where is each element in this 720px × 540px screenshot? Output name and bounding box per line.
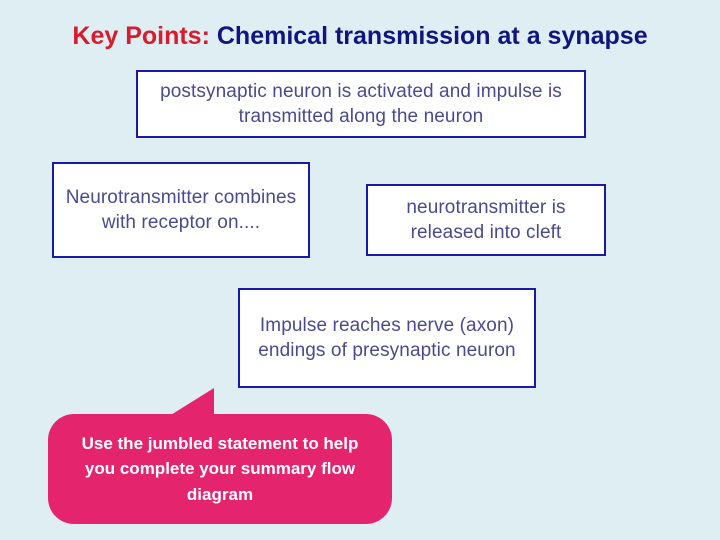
flow-box-postsynaptic: postsynaptic neuron is activated and imp… (136, 70, 586, 138)
flow-box-released-cleft: neurotransmitter is released into cleft (366, 184, 606, 256)
flow-box-released-cleft-label: neurotransmitter is released into cleft (406, 196, 566, 243)
flow-box-impulse-reaches-label: Impulse reaches nerve (axon) endings of … (258, 314, 516, 361)
page-title: Key Points: Chemical transmission at a s… (0, 22, 720, 51)
page-title-rest: Chemical transmission at a synapse (209, 22, 648, 50)
flow-box-neurotransmitter-combines: Neurotransmitter combines with receptor … (52, 162, 310, 258)
callout-tail-icon (134, 388, 214, 418)
flow-box-neurotransmitter-combines-label: Neurotransmitter combines with receptor … (65, 186, 297, 233)
flow-box-postsynaptic-label: postsynaptic neuron is activated and imp… (160, 80, 562, 127)
flow-box-impulse-reaches: Impulse reaches nerve (axon) endings of … (238, 288, 536, 388)
instruction-callout-label: Use the jumbled statement to help you co… (81, 433, 359, 504)
page-title-key: Key Points: (72, 22, 210, 50)
instruction-callout: Use the jumbled statement to help you co… (48, 388, 392, 524)
callout-tail-cover (118, 414, 228, 428)
